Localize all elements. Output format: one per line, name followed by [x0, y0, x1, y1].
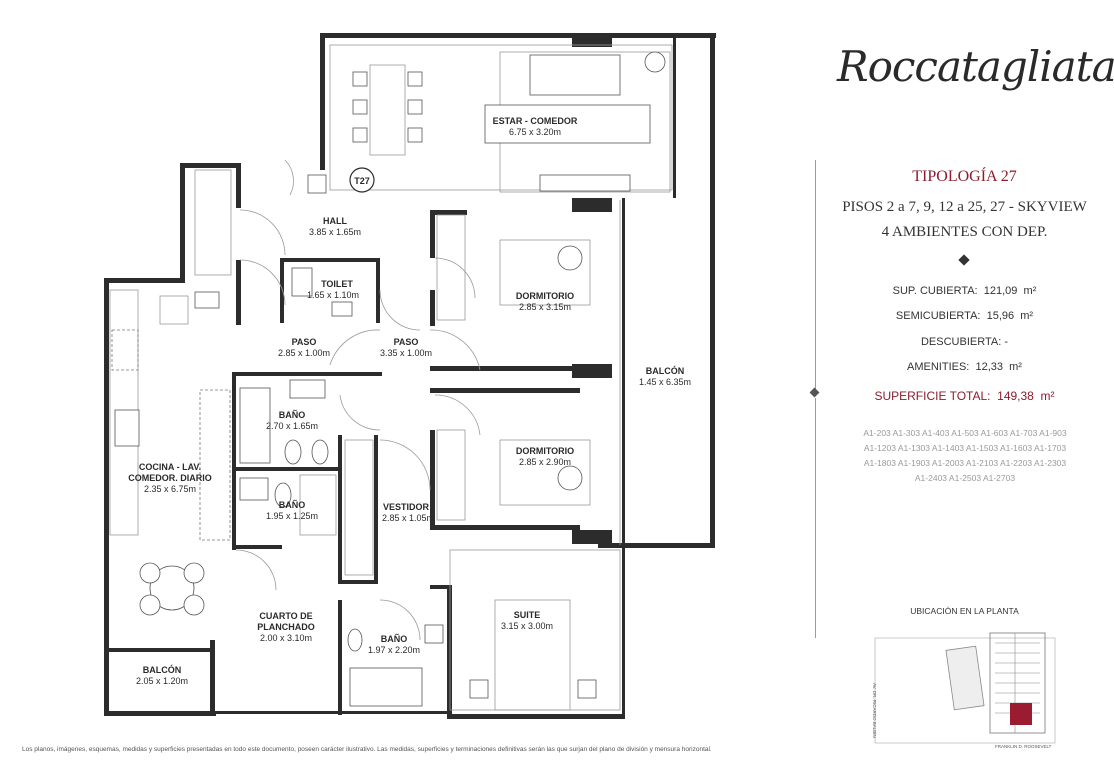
disclaimer: Los planos, imágenes, esquemas, medidas … — [22, 746, 712, 753]
surface-value: 15,96 — [986, 310, 1015, 322]
room-label-cuarto: CUARTO DE — [259, 611, 312, 621]
room-dim-bano3: 1.97 x 2.20m — [368, 645, 420, 655]
unit-list-line: A1-1203 A1-1303 A1-1403 A1-1503 A1-1603 … — [863, 443, 1067, 453]
room-label-bano1: BAÑO — [279, 410, 306, 420]
unit-highlight — [1010, 703, 1032, 725]
unit-list-line: A1-203 A1-303 A1-403 A1-503 A1-603 A1-70… — [863, 428, 1067, 438]
room-dim-suite: 3.15 x 3.00m — [501, 621, 553, 631]
surface-value: 121,09 — [983, 285, 1018, 297]
room-label-cocina-2: COMEDOR. DIARIO — [128, 473, 212, 483]
location-title: UBICACIÓN EN LA PLANTA — [910, 606, 1019, 616]
surface-value: 12,33 — [975, 361, 1004, 373]
location-map: AV. DR. RICARDO BALBÍN FRANKLIN D. ROOSE… — [855, 628, 1090, 753]
brand-logo: Roccatagliata — [837, 42, 1114, 91]
room-label-vestidor: VESTIDOR — [383, 502, 430, 512]
surface-row: SUP. CUBIERTA: 121,09 m² — [815, 285, 1114, 297]
surface-label: AMENITIES: — [907, 361, 970, 373]
room-labels: ESTAR - COMEDOR 6.75 x 3.20m HALL 3.85 x… — [128, 116, 691, 686]
room-label-balcon1: BALCÓN — [646, 365, 685, 376]
surface-unit: m² — [1020, 310, 1034, 322]
room-label-toilet: TOILET — [321, 279, 353, 289]
room-dim-paso2: 3.35 x 1.00m — [380, 348, 432, 358]
walls — [104, 33, 716, 719]
diamond-icon — [958, 254, 970, 266]
room-label-balcon2: BALCÓN — [143, 664, 182, 675]
unit-list: A1-203 A1-303 A1-403 A1-503 A1-603 A1-70… — [845, 426, 1085, 486]
room-label-dorm2: DORMITORIO — [516, 446, 574, 456]
surface-label: DESCUBIERTA: — [920, 336, 1002, 348]
surface-label: SEMICUBIERTA: — [895, 310, 981, 322]
room-label-bano3: BAÑO — [381, 634, 408, 644]
room-label-cuarto-2: PLANCHADO — [257, 622, 315, 632]
surface-row: AMENITIES: 12,33 m² — [815, 361, 1114, 373]
surface-row: SEMICUBIERTA: 15,96 m² — [815, 310, 1114, 322]
unit-list-line: A1-1803 A1-1903 A1-2003 A1-2103 A1-2203 … — [863, 458, 1067, 468]
room-label-suite: SUITE — [514, 610, 541, 620]
room-dim-hall: 3.85 x 1.65m — [309, 227, 361, 237]
panel-divider — [815, 160, 816, 395]
room-label-paso2: PASO — [394, 337, 419, 347]
total-label: SUPERFICIE TOTAL: — [874, 389, 991, 403]
room-dim-cocina: 2.35 x 6.75m — [144, 484, 196, 494]
room-label-estar: ESTAR - COMEDOR — [493, 116, 578, 126]
room-dim-paso1: 2.85 x 1.00m — [278, 348, 330, 358]
street-left-label: AV. DR. RICARDO BALBÍN — [872, 683, 878, 738]
room-dim-vestidor: 2.85 x 1.05m — [382, 513, 434, 523]
floor-plan: T27 ESTAR - COMEDOR 6.75 x 3.20m HALL 3.… — [104, 33, 716, 719]
room-dim-dorm2: 2.85 x 2.90m — [519, 457, 571, 467]
panel-divider-lower — [815, 398, 816, 638]
room-label-hall: HALL — [323, 216, 347, 226]
unit-list-line: A1-2403 A1-2503 A1-2703 — [914, 473, 1016, 483]
surface-row: DESCUBIERTA: - — [815, 336, 1114, 348]
surface-value: - — [1004, 336, 1008, 348]
fixtures — [109, 44, 673, 711]
room-dim-balcon2: 2.05 x 1.20m — [136, 676, 188, 686]
room-label-paso1: PASO — [292, 337, 317, 347]
street-bottom-label: FRANKLIN D. ROOSEVELT — [995, 744, 1052, 749]
total-value: 149,38 — [997, 389, 1034, 403]
typology-title: TIPOLOGÍA 27 — [912, 168, 1017, 185]
info-panel: Roccatagliata TIPOLOGÍA 27 PISOS 2 a 7, … — [809, 0, 1114, 783]
total-surface-row: SUPERFICIE TOTAL: 149,38 m² — [815, 389, 1114, 403]
floors-line: PISOS 2 a 7, 9, 12 a 25, 27 - SKYVIEW — [842, 199, 1087, 215]
surface-unit: m² — [1023, 285, 1037, 297]
unit-tag-label: T27 — [354, 176, 370, 186]
room-dim-dorm1: 2.85 x 3.15m — [519, 302, 571, 312]
room-dim-balcon1: 1.45 x 6.35m — [639, 377, 691, 387]
room-dim-estar: 6.75 x 3.20m — [509, 127, 561, 137]
unit-tag: T27 — [349, 167, 375, 193]
surface-unit: m² — [1009, 361, 1022, 373]
room-label-bano2: BAÑO — [279, 500, 306, 510]
room-dim-bano1: 2.70 x 1.65m — [266, 421, 318, 431]
room-dim-toilet: 1.65 x 1.10m — [307, 290, 359, 300]
room-dim-cuarto: 2.00 x 3.10m — [260, 633, 312, 643]
room-dim-bano2: 1.95 x 1.25m — [266, 511, 318, 521]
room-label-cocina: COCINA - LAV. — [139, 462, 201, 472]
rooms-line: 4 AMBIENTES CON DEP. — [881, 224, 1048, 240]
room-label-dorm1: DORMITORIO — [516, 291, 574, 301]
surface-label: SUP. CUBIERTA: — [892, 285, 978, 297]
total-unit: m² — [1040, 389, 1055, 403]
